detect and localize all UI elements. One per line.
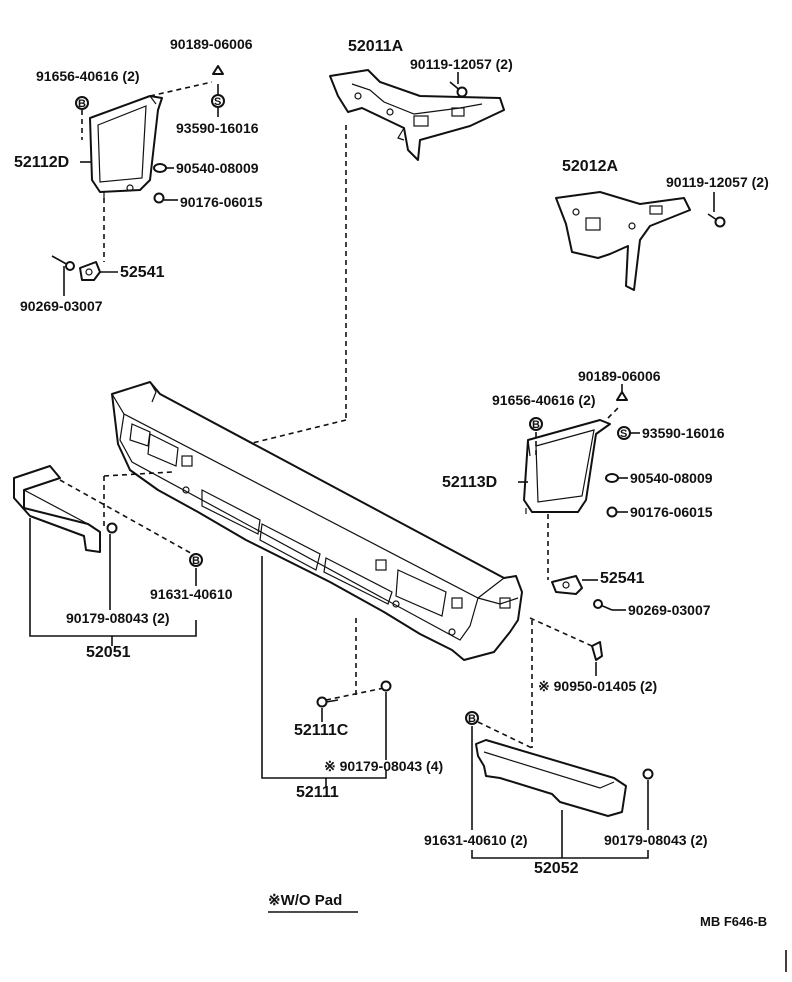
label-52113D: 52113D (442, 474, 498, 491)
label-91656-left: 91656-40616 (2) (36, 68, 140, 84)
label-90119-top: 90119-12057 (2) (410, 56, 513, 72)
stud-letter-right: S (620, 428, 628, 440)
stud-symbol-left (211, 94, 225, 108)
side-bracket-52113D (523, 419, 611, 514)
label-90269-left: 90269-03007 (20, 298, 103, 314)
nut-90179-left (106, 522, 118, 534)
label-93590-right: 93590-16016 (642, 425, 725, 441)
front-bumper-52111 (111, 381, 523, 661)
label-91656-right: 91656-40616 (2) (492, 392, 596, 408)
bumper-pad-52052 (475, 739, 627, 817)
label-90269-right: 90269-03007 (628, 602, 711, 618)
label-90179-left: 90179-08043 (2) (66, 610, 170, 626)
bolt-90119-top (449, 81, 468, 98)
label-52011A: 52011A (348, 38, 404, 55)
bolt-letter-pad-right: B (468, 713, 476, 725)
bolt-letter-left: B (78, 98, 86, 110)
label-90189-left: 90189-06006 (170, 36, 253, 52)
stay-52541-left (79, 261, 101, 281)
bolt-symbol-left (75, 96, 89, 110)
note-without-pad: ※W/O Pad (268, 892, 343, 909)
nut-90176-right (606, 506, 618, 518)
bumper-pad-52051 (13, 465, 101, 553)
label-93590-left: 93590-16016 (176, 120, 259, 136)
bolt-letter-pad-left: B (192, 555, 200, 567)
screw-90269-right (593, 599, 613, 611)
label-52541-left: 52541 (120, 264, 165, 281)
bolt-letter-right: B (532, 419, 540, 431)
label-90119-right: 90119-12057 (2) (666, 174, 769, 190)
screw-90269-left (51, 255, 75, 271)
label-90950: ※ 90950-01405 (2) (538, 678, 658, 694)
label-91631-right: 91631-40610 (2) (424, 832, 528, 848)
bolt-90119-right (707, 213, 726, 228)
reinforcement-52012A (555, 191, 691, 291)
nut-90189-left (212, 65, 224, 75)
stay-52541-right (551, 575, 583, 595)
bolt-symbol-91631-left (189, 553, 203, 567)
label-52012A: 52012A (562, 158, 619, 175)
reinforcement-52011A (329, 69, 505, 161)
label-90176-left: 90176-06015 (180, 194, 263, 210)
label-52051: 52051 (86, 644, 131, 661)
nut-90179-right (642, 768, 654, 780)
washer-90540-right (605, 473, 619, 483)
side-bracket-52112D (89, 95, 163, 198)
clip-90950 (591, 641, 603, 661)
figure-code: MB F646-B (700, 914, 768, 929)
label-52112D: 52112D (14, 154, 70, 171)
stud-letter-left: S (214, 96, 222, 108)
bolt-symbol-91631-right (465, 711, 479, 725)
label-90179-right: 90179-08043 (2) (604, 832, 708, 848)
label-91631-left: 91631-40610 (150, 586, 233, 602)
label-52541-right: 52541 (600, 570, 645, 587)
bolt-symbol-right (529, 417, 543, 431)
nut-90176-left (153, 192, 165, 204)
nut-90189-right (616, 391, 628, 401)
label-90189-right: 90189-06006 (578, 368, 661, 384)
label-90176-right: 90176-06015 (630, 504, 713, 520)
label-52052: 52052 (534, 860, 579, 877)
bolt-52111C (316, 696, 339, 708)
nut-90179-mid (380, 680, 392, 692)
washer-90540-left (153, 163, 167, 173)
label-90540-right: 90540-08009 (630, 470, 713, 486)
label-52111: 52111 (296, 784, 339, 801)
label-52111C: 52111C (294, 722, 349, 739)
label-90179-mid: ※ 90179-08043 (4) (324, 758, 444, 774)
label-90540-left: 90540-08009 (176, 160, 259, 176)
